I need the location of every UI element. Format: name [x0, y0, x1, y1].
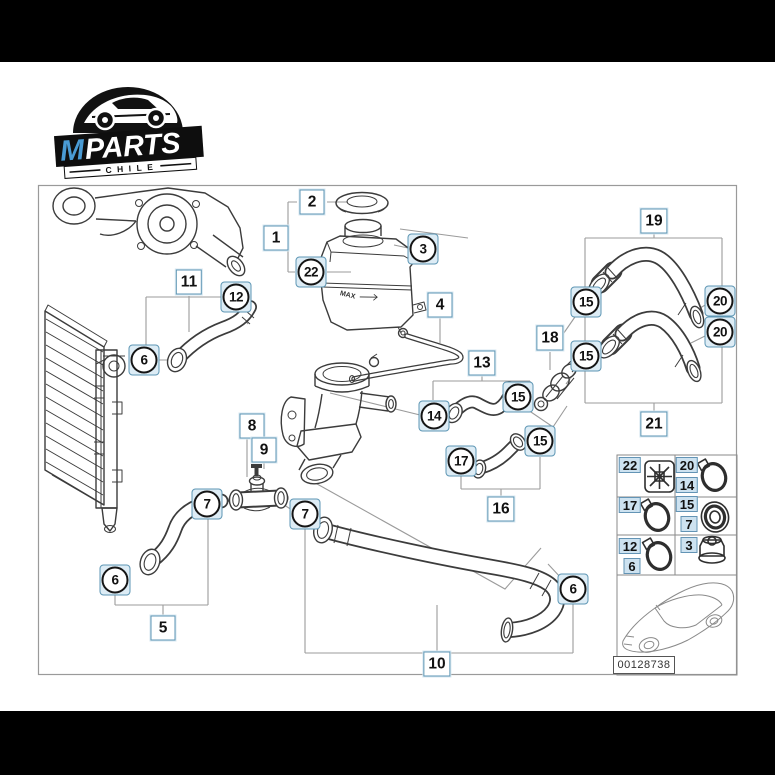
diagram-number: 00128738 — [613, 656, 675, 674]
letterbox-bottom — [0, 711, 775, 775]
callout-number: 6 — [559, 575, 587, 603]
brand-country: CHILE — [105, 161, 159, 175]
vent-hose-drawing — [348, 333, 464, 384]
callout-7[interactable]: 7 — [191, 488, 223, 520]
callout-15[interactable]: 15 — [570, 286, 602, 318]
legend-label-6[interactable]: 6 — [623, 558, 641, 574]
legend-label-12[interactable]: 12 — [618, 538, 642, 554]
callout-4[interactable]: 4 — [427, 292, 453, 318]
callout-5[interactable]: 5 — [150, 615, 176, 641]
callout-2[interactable]: 2 — [299, 189, 325, 215]
logo-car-icon — [84, 94, 178, 131]
grommet-icon — [644, 460, 675, 493]
hose21-drawing — [597, 310, 702, 383]
callout-12[interactable]: 12 — [220, 281, 252, 313]
hose10-drawing — [313, 516, 566, 643]
callout-number: 7 — [291, 500, 319, 528]
callout-14[interactable]: 14 — [418, 400, 450, 432]
t-piece-drawing — [228, 464, 289, 512]
callout-18[interactable]: 18 — [536, 325, 564, 351]
callout-number: 22 — [297, 258, 325, 286]
callout-15[interactable]: 15 — [524, 425, 556, 457]
callout-number: 3 — [409, 235, 437, 263]
car-silhouette-icon — [622, 582, 735, 653]
brand-m: M — [59, 134, 86, 168]
callout-10[interactable]: 10 — [423, 651, 451, 677]
callout-number: 17 — [447, 447, 475, 475]
hose-clamp-icon — [641, 537, 673, 571]
callout-number: 20 — [706, 287, 734, 315]
valve-assembly-drawing — [533, 357, 582, 412]
callout-9[interactable]: 9 — [251, 437, 277, 463]
callout-number: 20 — [706, 318, 734, 346]
callout-19[interactable]: 19 — [640, 208, 668, 234]
callout-20[interactable]: 20 — [704, 285, 736, 317]
callout-22[interactable]: 22 — [295, 256, 327, 288]
ring-clamp-icon — [700, 501, 730, 533]
expansion-tank-drawing: MAX — [318, 191, 428, 339]
letterbox-top — [0, 0, 775, 62]
callout-16[interactable]: 16 — [487, 496, 515, 522]
legend-label-15[interactable]: 15 — [675, 496, 699, 512]
callout-number: 15 — [504, 383, 532, 411]
callout-number: 6 — [101, 566, 129, 594]
legend-label-17[interactable]: 17 — [618, 497, 642, 513]
callout-11[interactable]: 11 — [175, 269, 203, 295]
water-pump-drawing — [52, 187, 246, 277]
callout-17[interactable]: 17 — [445, 445, 477, 477]
legend-label-14[interactable]: 14 — [675, 477, 699, 493]
logo-banner: M PARTS CHILE — [53, 125, 204, 180]
callout-number: 15 — [572, 288, 600, 316]
callout-number: 6 — [130, 346, 158, 374]
hose-clamp-icon — [696, 458, 728, 492]
legend-label-20[interactable]: 20 — [675, 457, 699, 473]
callout-6[interactable]: 6 — [99, 564, 131, 596]
bleed-screw-drawing — [251, 464, 262, 476]
callout-15[interactable]: 15 — [570, 340, 602, 372]
callout-21[interactable]: 21 — [640, 411, 668, 437]
hose19-drawing — [587, 246, 705, 329]
hose11-drawing — [166, 300, 257, 373]
callout-number: 12 — [222, 283, 250, 311]
legend-panel — [616, 454, 738, 676]
callout-1[interactable]: 1 — [263, 225, 289, 251]
callout-8[interactable]: 8 — [239, 413, 265, 439]
callout-number: 15 — [526, 427, 554, 455]
callout-number: 14 — [420, 402, 448, 430]
filler-housing-drawing — [280, 353, 397, 485]
max-marking: MAX — [339, 290, 356, 301]
callout-13[interactable]: 13 — [468, 350, 496, 376]
callout-15[interactable]: 15 — [502, 381, 534, 413]
hose16-drawing — [471, 433, 527, 479]
legend-label-7[interactable]: 7 — [680, 516, 698, 532]
callout-20[interactable]: 20 — [704, 316, 736, 348]
diagram-border — [37, 184, 738, 676]
radiator-drawing — [44, 304, 126, 533]
callout-6[interactable]: 6 — [557, 573, 589, 605]
callout-6[interactable]: 6 — [128, 344, 160, 376]
legend-label-22[interactable]: 22 — [618, 457, 642, 473]
hose-clamp-icon — [639, 498, 671, 532]
callout-number: 15 — [572, 342, 600, 370]
brand-logo: M PARTS CHILE — [53, 87, 204, 180]
callout-7[interactable]: 7 — [289, 498, 321, 530]
callout-number: 7 — [193, 490, 221, 518]
flange-nut-icon — [698, 535, 726, 564]
legend-label-3[interactable]: 3 — [680, 537, 698, 553]
callout-3[interactable]: 3 — [407, 233, 439, 265]
